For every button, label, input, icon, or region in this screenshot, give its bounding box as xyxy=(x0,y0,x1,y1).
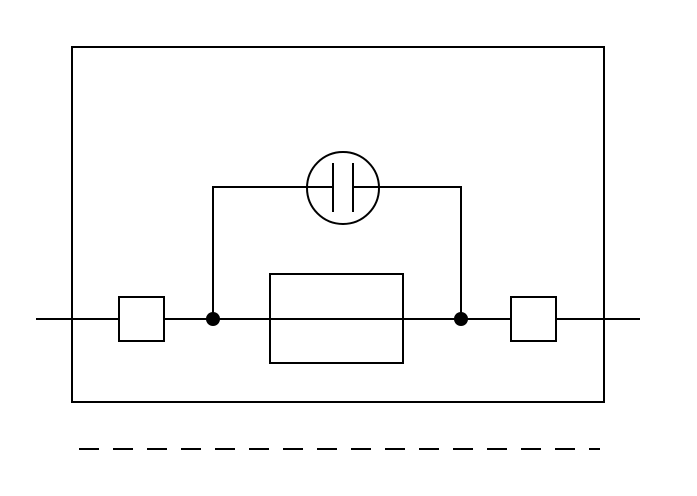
right-junction-dot xyxy=(454,312,468,326)
bypass-wire-left xyxy=(212,186,307,319)
left-terminal xyxy=(118,296,165,342)
indicator-lamp xyxy=(306,151,380,225)
left-junction-dot xyxy=(206,312,220,326)
fuse-element xyxy=(269,273,404,364)
right-terminal xyxy=(510,296,557,342)
enclosure-box xyxy=(71,46,605,403)
bypass-wire-right xyxy=(379,186,462,319)
